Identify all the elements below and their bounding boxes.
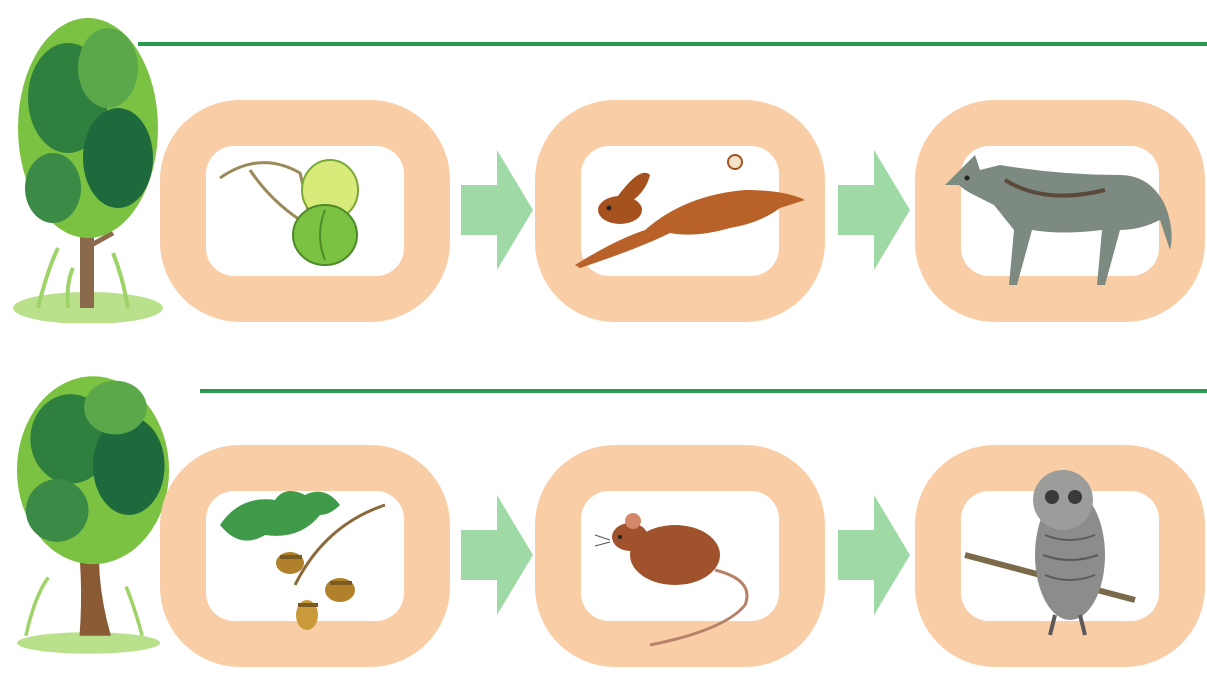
green-rule-line [138,42,1207,46]
mouse-icon [535,445,825,667]
oak-tree-icon [8,353,178,668]
food-chain-frame [160,100,450,322]
food-chain-frame [535,445,825,667]
food-chain-frame [915,100,1205,322]
green-rule-line [200,389,1207,393]
hare-icon [535,100,825,322]
arrow-right-icon [838,495,910,615]
birch-leaves-icon [160,100,450,322]
food-chain-row-2 [0,345,1207,675]
food-chain-frame [915,445,1205,667]
arrow-right-icon [838,150,910,270]
arrow-right-icon [461,150,533,270]
arrow-right-icon [461,495,533,615]
oak-branch-acorns-icon [160,445,450,667]
owl-icon [915,445,1205,667]
wolf-icon [915,100,1205,322]
food-chain-frame [535,100,825,322]
food-chain-frame [160,445,450,667]
food-chain-row-1 [0,0,1207,330]
birch-tree-icon [8,8,178,323]
